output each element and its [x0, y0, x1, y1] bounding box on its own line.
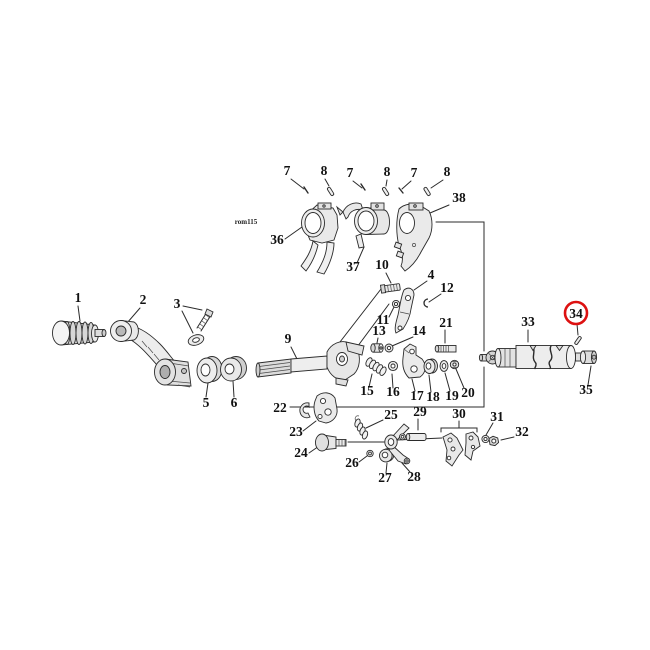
part-label-15[interactable]: 15	[360, 383, 374, 398]
part-label-37[interactable]: 37	[346, 259, 360, 274]
part-cap-35	[579, 350, 598, 364]
part-label-27[interactable]: 27	[378, 470, 392, 485]
part-shifter-shaft	[255, 341, 365, 387]
part-label-9[interactable]: 9	[285, 331, 292, 346]
part-label-11[interactable]: 11	[377, 312, 390, 327]
part-label-35[interactable]: 35	[579, 382, 593, 397]
part-label-12[interactable]: 12	[440, 280, 454, 295]
part-bolt-24	[315, 433, 347, 452]
part-clip-12	[423, 298, 429, 308]
part-label-25[interactable]: 25	[384, 407, 398, 422]
part-label-6[interactable]: 6	[231, 395, 238, 410]
part-spacer-6	[220, 356, 247, 382]
part-shifter-drum	[478, 345, 585, 370]
part-fork-plates-30	[442, 431, 481, 467]
part-label-26[interactable]: 26	[345, 455, 359, 470]
part-label-30[interactable]: 30	[452, 406, 466, 421]
diagram-code-label: rom115	[235, 218, 258, 226]
part-label-10[interactable]: 10	[375, 257, 389, 272]
part-label-16[interactable]: 16	[386, 384, 400, 399]
part-nut-20	[449, 359, 460, 370]
part-washer-19	[439, 360, 449, 372]
assembly-connector-lines	[289, 221, 485, 443]
part-pin-21	[434, 344, 457, 353]
part-label-19[interactable]: 19	[445, 388, 459, 403]
part-lever-28	[384, 423, 411, 465]
part-washer-16	[387, 360, 399, 372]
highlight-circle-part-34	[563, 300, 589, 326]
part-hook-22	[299, 402, 311, 419]
part-pawl-4	[394, 287, 415, 334]
part-label-22[interactable]: 22	[273, 400, 287, 415]
part-label-24[interactable]: 24	[294, 445, 308, 460]
part-label-1[interactable]: 1	[75, 290, 82, 305]
part-bracket-17	[402, 343, 426, 379]
part-label-36[interactable]: 36	[270, 232, 284, 247]
part-pin-8-glyphs	[326, 186, 431, 196]
part-pin-29	[399, 433, 427, 441]
part-label-8-right[interactable]: 8	[444, 164, 451, 179]
part-label-32[interactable]: 32	[515, 424, 529, 439]
part-label-29[interactable]: 29	[413, 404, 427, 419]
part-label-8-left[interactable]: 8	[321, 163, 328, 178]
part-shift-fork-37	[335, 202, 390, 249]
part-label-33[interactable]: 33	[521, 314, 535, 329]
part-washer-31	[481, 434, 490, 444]
part-label-2[interactable]: 2	[140, 292, 147, 307]
part-adjuster-screw	[187, 308, 214, 346]
part-label-4[interactable]: 4	[428, 267, 435, 282]
part-pin-34	[574, 336, 582, 345]
part-plate-23	[313, 392, 338, 424]
part-label-28[interactable]: 28	[407, 469, 421, 484]
part-number-labels: 1 2 3 5 6 7 8 7 8 7 8 36 37 38 9 10 4 11…	[75, 163, 593, 485]
part-label-20[interactable]: 20	[461, 385, 475, 400]
part-shift-fork-38	[393, 202, 433, 272]
part-shift-fork-36	[300, 202, 339, 275]
part-label-14[interactable]: 14	[412, 323, 426, 338]
part-label-7-right[interactable]: 7	[411, 165, 418, 180]
part-label-17[interactable]: 17	[410, 388, 424, 403]
part-washer-26	[366, 449, 374, 458]
part-shift-peg	[52, 320, 107, 346]
part-label-7-middle[interactable]: 7	[347, 165, 354, 180]
part-label-8-middle[interactable]: 8	[384, 164, 391, 179]
part-washer-11	[391, 299, 401, 309]
part-label-21[interactable]: 21	[439, 315, 453, 330]
part-adjuster-10	[379, 283, 401, 294]
part-label-18[interactable]: 18	[426, 389, 440, 404]
part-nut-13	[370, 343, 384, 353]
part-spring-15	[365, 357, 387, 376]
part-washer-14	[384, 343, 394, 353]
part-spring-25	[354, 415, 369, 440]
part-label-23[interactable]: 23	[289, 424, 303, 439]
part-label-7-left[interactable]: 7	[284, 163, 291, 178]
part-shift-lever	[110, 319, 192, 388]
part-label-31[interactable]: 31	[490, 409, 504, 424]
part-nut-32	[488, 435, 500, 447]
part-washer-5	[196, 356, 223, 384]
part-label-13[interactable]: 13	[372, 323, 386, 338]
part-label-34-highlighted[interactable]: 34	[569, 306, 583, 321]
part-label-5[interactable]: 5	[203, 395, 210, 410]
part-label-3[interactable]: 3	[174, 296, 181, 311]
part-washer-18	[423, 358, 438, 374]
leader-lines	[77, 178, 592, 474]
part-label-38[interactable]: 38	[452, 190, 466, 205]
